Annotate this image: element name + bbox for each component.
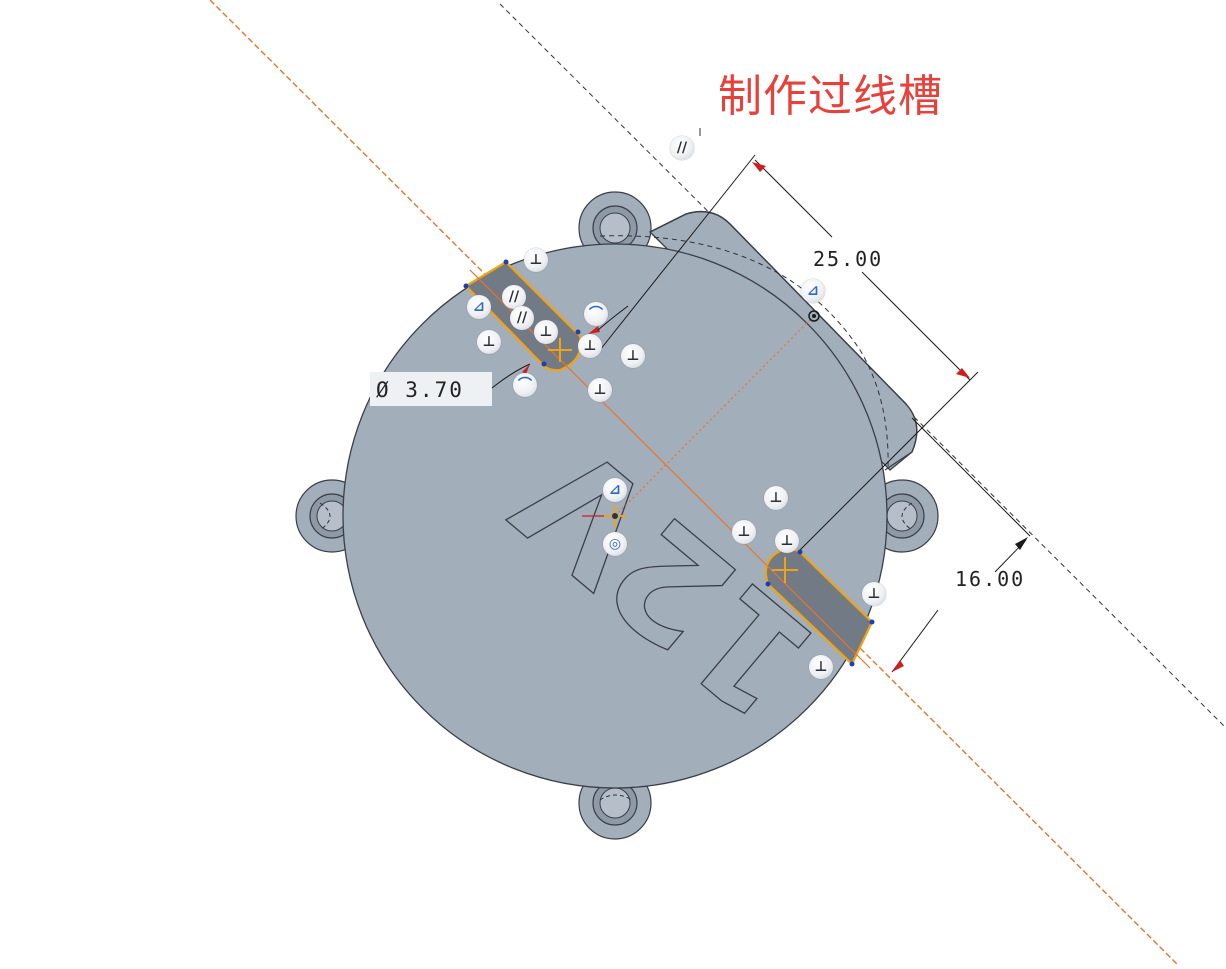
dimension-diameter[interactable]: Ø 3.70 [370, 305, 629, 406]
coincident-constraint-icon[interactable]: ⊥ [764, 486, 788, 510]
parallel-constraint-icon[interactable]: // [502, 285, 526, 309]
arc-point[interactable] [808, 310, 820, 322]
coincident-constraint-icon[interactable]: ⊥ [809, 655, 833, 679]
tangent-constraint-icon[interactable]: ⌒ [513, 373, 537, 397]
slot-center-lower[interactable] [772, 557, 798, 583]
hidden-arc-bottom-lug [599, 794, 633, 801]
svg-text:Ø 3.70: Ø 3.70 [376, 378, 464, 402]
coincident-constraint-icon[interactable]: ⊥ [534, 320, 558, 344]
sketch-origin[interactable] [582, 505, 626, 527]
coincident-constraint-icon[interactable]: ⊥ [477, 330, 501, 354]
svg-text:25.00: 25.00 [813, 247, 883, 271]
coincident-constraint-icon[interactable]: ⊥ [775, 529, 799, 553]
parallel-constraint-icon[interactable]: // [670, 136, 694, 160]
tangent-constraint-icon[interactable]: ⌒ [584, 302, 608, 326]
hidden-arc [599, 235, 889, 471]
coincident-constraint-icon[interactable]: ⊥ [524, 248, 548, 272]
slot-centerline[interactable] [209, 0, 1179, 966]
svg-text:16.00: 16.00 [955, 567, 1025, 591]
on-entity-constraint-icon[interactable]: ⊿ [603, 478, 627, 502]
on-entity-constraint-icon[interactable]: ⊿ [467, 295, 491, 319]
annotation-title: 制作过线槽 [718, 71, 943, 122]
coincident-constraint-icon[interactable]: ⊥ [862, 582, 886, 606]
slot-center-upper[interactable] [548, 338, 572, 362]
coincident-constraint-icon[interactable]: ⊥ [732, 520, 756, 544]
on-entity-constraint-icon[interactable]: ⊿ [801, 279, 825, 303]
dimension-25[interactable]: 25.00 [599, 154, 980, 551]
coincident-constraint-icon[interactable]: ⊥ [588, 378, 612, 402]
hidden-arc-left-lug [319, 502, 331, 531]
construction-diagonal[interactable] [614, 315, 815, 517]
origin-constraint-icon[interactable]: ◎ [603, 532, 627, 556]
parallel-constraint-icon[interactable]: // [510, 306, 534, 330]
coincident-constraint-icon[interactable]: ⊥ [621, 344, 645, 368]
coincident-constraint-icon[interactable]: ⊥ [578, 334, 602, 358]
dimension-16[interactable]: 16.00 [891, 417, 1031, 673]
hidden-arc-right-lug [901, 502, 913, 531]
